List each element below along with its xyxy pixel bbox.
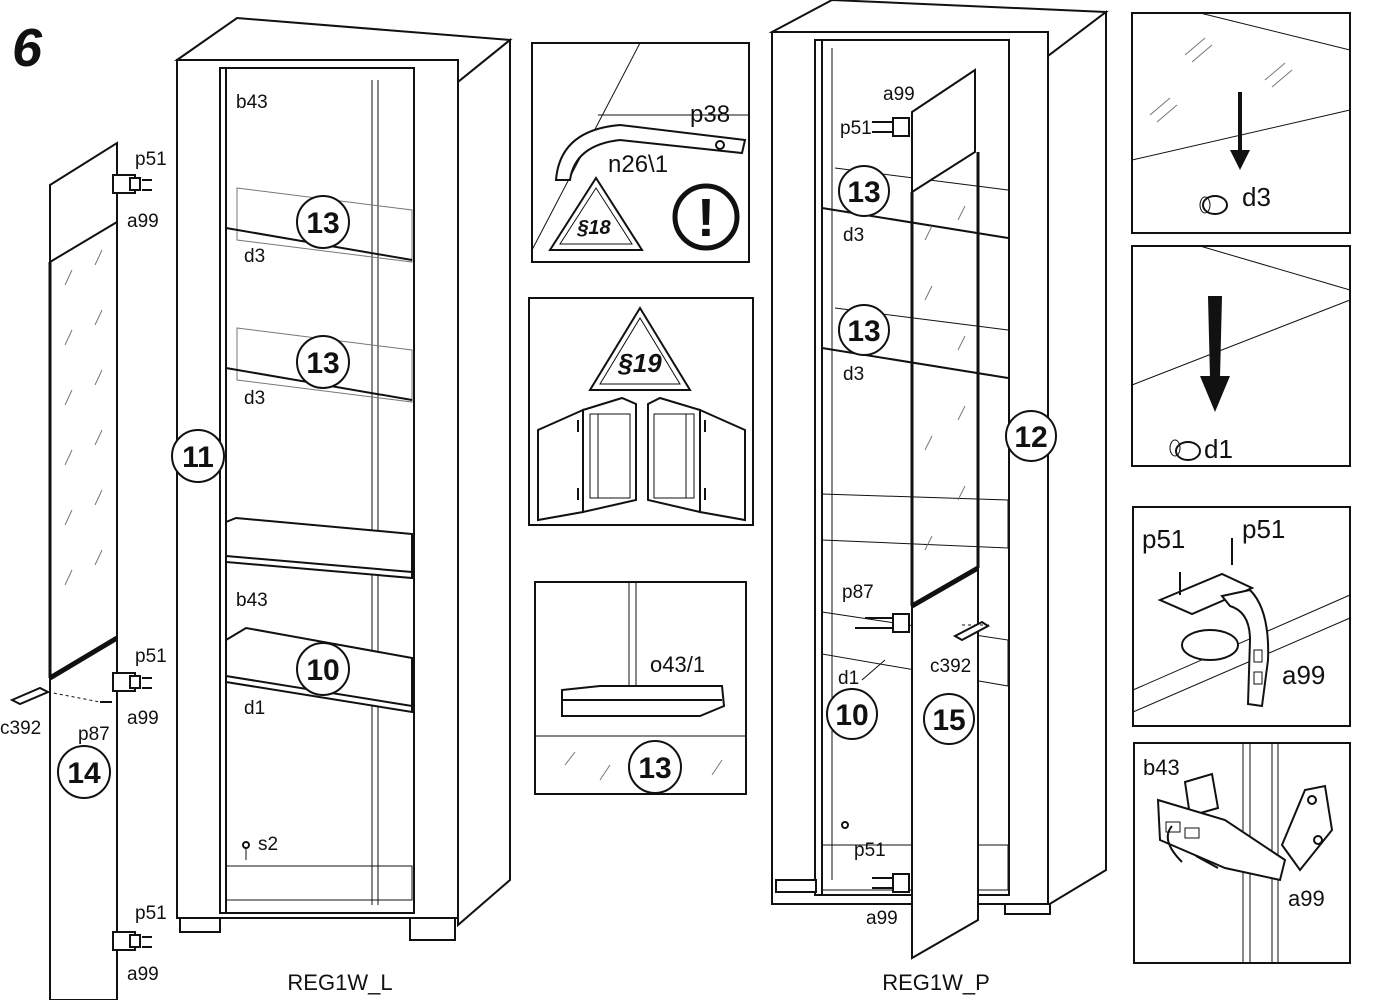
pin-d1-icon bbox=[1175, 441, 1201, 461]
cabinet-left: b43 d3 d3 b43 d1 s2 13 13 10 11 bbox=[171, 16, 513, 941]
glass-shelf bbox=[236, 327, 413, 403]
label-a99: a99 bbox=[127, 211, 159, 232]
label-b43: b43 bbox=[236, 92, 268, 113]
part-badge bbox=[923, 693, 975, 745]
rotate-arrow-icon bbox=[1166, 825, 1183, 863]
door-left-assembly: p51 a99 p51 a99 p51 a99 c392 p87 bbox=[0, 141, 167, 1000]
label-a99: a99 bbox=[883, 84, 915, 105]
door-right-upper bbox=[911, 68, 976, 194]
label-a99: a99 bbox=[127, 964, 159, 985]
label-a99: a99 bbox=[1282, 660, 1325, 690]
label-p51: p51 bbox=[840, 118, 872, 139]
label-d1: d1 bbox=[244, 698, 265, 719]
hinge-icon bbox=[872, 873, 910, 893]
label-p51: p51 bbox=[1142, 524, 1185, 554]
part-number-14: 14 bbox=[67, 757, 101, 790]
part-badge bbox=[57, 745, 111, 799]
cabinet-left-front bbox=[176, 59, 459, 919]
part-badge bbox=[296, 335, 350, 389]
part-badge bbox=[826, 688, 878, 740]
panel-pin-d1: d1 bbox=[1131, 245, 1351, 467]
label-p87: p87 bbox=[842, 582, 874, 603]
warning-triangle-icon bbox=[588, 306, 692, 391]
label-c392: c392 bbox=[0, 718, 41, 739]
label-p51: p51 bbox=[1242, 514, 1285, 544]
label-d1: d1 bbox=[838, 668, 859, 689]
label-s2: s2 bbox=[258, 834, 278, 855]
hinge-icon bbox=[112, 672, 152, 692]
label-d3: d3 bbox=[244, 388, 265, 409]
part-badge bbox=[296, 642, 350, 696]
pin-d3-icon bbox=[1202, 195, 1228, 215]
caption-left-cabinet: REG1W_L bbox=[287, 970, 392, 995]
hinge-icon bbox=[855, 613, 910, 633]
label-d3: d3 bbox=[244, 246, 265, 267]
panel-strap-detail: p38 n26\1 §18 ! bbox=[531, 42, 750, 263]
handle-icon bbox=[952, 620, 990, 642]
panel-hinge-mount: p51 p51 a99 bbox=[1132, 506, 1351, 727]
panel-light-profile: o43/1 13 bbox=[534, 581, 747, 795]
warning-triangle-icon bbox=[548, 176, 644, 251]
part-badge bbox=[838, 304, 890, 356]
label-p51: p51 bbox=[135, 903, 167, 924]
part-number-10: 10 bbox=[306, 654, 339, 687]
part-number-10: 10 bbox=[835, 699, 868, 732]
cabinet-right-front bbox=[771, 31, 1049, 905]
part-number-15: 15 bbox=[932, 704, 965, 737]
label-p51: p51 bbox=[135, 149, 167, 170]
label-b43: b43 bbox=[1143, 755, 1180, 780]
label-d3: d3 bbox=[843, 225, 864, 246]
label-a99: a99 bbox=[1288, 886, 1325, 911]
arrow-down-icon bbox=[1208, 296, 1222, 378]
hinge-icon bbox=[112, 931, 152, 951]
warning-mark: ! bbox=[697, 188, 715, 248]
label-d1: d1 bbox=[1204, 434, 1233, 464]
part-badge bbox=[1005, 410, 1057, 462]
panel-pin-d3: d3 bbox=[1131, 12, 1351, 234]
label-p38: p38 bbox=[690, 101, 730, 128]
part-badge bbox=[838, 165, 890, 217]
label-p51: p51 bbox=[135, 646, 167, 667]
part-number-13: 13 bbox=[847, 315, 880, 348]
part-badge bbox=[171, 429, 225, 483]
label-p51: p51 bbox=[854, 840, 886, 861]
label-a99: a99 bbox=[866, 908, 898, 929]
label-a99: a99 bbox=[127, 708, 159, 729]
label-b43: b43 bbox=[236, 590, 268, 611]
part-number-13: 13 bbox=[638, 752, 671, 785]
section-18-note: §18 bbox=[576, 217, 611, 239]
part-number-13: 13 bbox=[306, 207, 339, 240]
panel-door-orientation: §19 bbox=[528, 297, 754, 526]
door-right-lower bbox=[911, 566, 979, 960]
part-number-13: 13 bbox=[847, 176, 880, 209]
label-n26: n26\1 bbox=[608, 151, 668, 178]
part-badge bbox=[628, 740, 682, 794]
label-p87: p87 bbox=[78, 724, 110, 745]
label-o43: o43/1 bbox=[650, 652, 705, 677]
section-19-note: §19 bbox=[617, 348, 662, 378]
part-badge bbox=[296, 195, 350, 249]
hinge-icon bbox=[872, 117, 910, 137]
part-number-13: 13 bbox=[306, 347, 339, 380]
part-number-12: 12 bbox=[1014, 421, 1047, 454]
caption-right-cabinet: REG1W_P bbox=[882, 970, 990, 995]
label-d3: d3 bbox=[1242, 182, 1271, 212]
label-c392: c392 bbox=[930, 656, 971, 677]
label-d3: d3 bbox=[843, 364, 864, 385]
cabinet-right: a99 p51 d3 d3 p87 d1 c392 p51 a99 13 13 … bbox=[768, 0, 1109, 960]
hinge-icon bbox=[112, 174, 152, 194]
panel-hinge-clip: b43 a99 bbox=[1133, 742, 1351, 964]
glass-shelf bbox=[236, 187, 413, 263]
part-number-11: 11 bbox=[182, 441, 214, 474]
warning-exclamation-icon bbox=[672, 183, 740, 251]
door-left-panel bbox=[49, 141, 118, 1000]
step-number: 6 bbox=[12, 18, 43, 78]
handle-icon bbox=[9, 686, 51, 706]
